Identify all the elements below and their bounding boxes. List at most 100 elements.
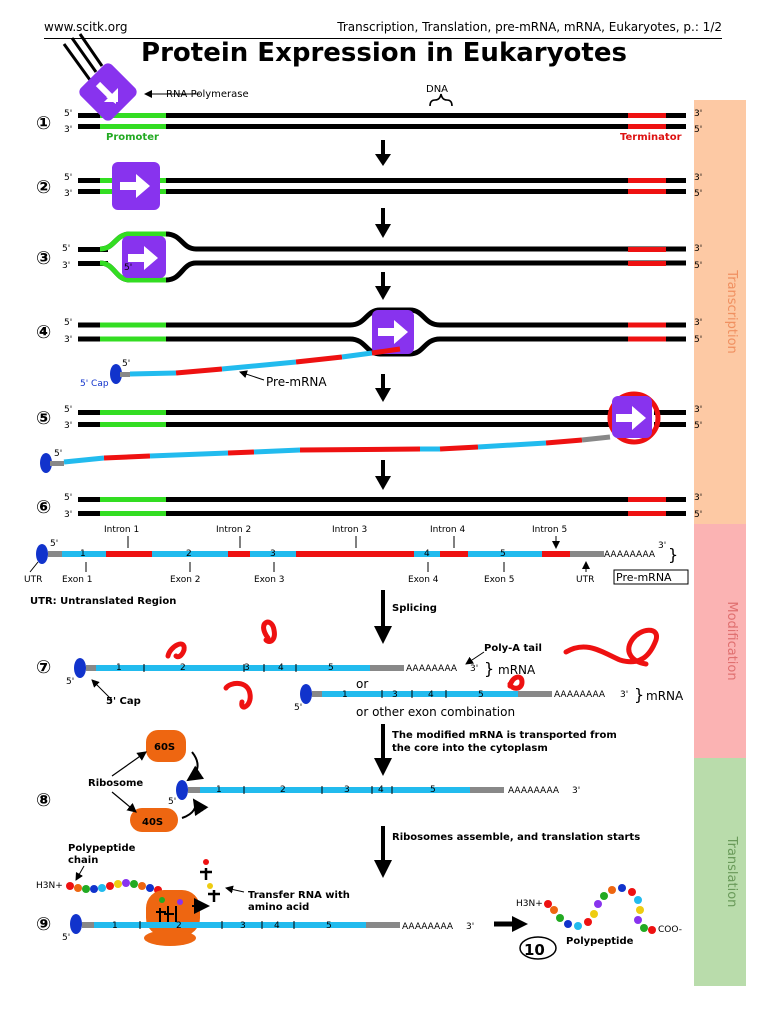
exon-label: Exon 1 — [62, 575, 93, 585]
cap-icon — [40, 453, 52, 473]
mrna-label: mRNA — [498, 663, 536, 677]
svg-text:5': 5' — [62, 933, 70, 943]
svg-text:5': 5' — [694, 189, 702, 199]
svg-text:5': 5' — [66, 677, 74, 687]
svg-text:60S: 60S — [154, 742, 175, 753]
terminator-label: Terminator — [620, 132, 682, 143]
arrow-icon — [120, 174, 150, 198]
svg-text:3': 3' — [694, 109, 702, 119]
splicing-label: Splicing — [392, 603, 437, 614]
svg-text:5': 5' — [694, 261, 702, 271]
stage-label-translation: Translation — [724, 836, 739, 908]
arrow-icon — [378, 320, 408, 344]
amino-terminus-label: H3N+ — [36, 881, 63, 891]
svg-text:4: 4 — [428, 690, 434, 700]
stage-label-transcription: Transcription — [724, 269, 739, 354]
polypeptide-label: Polypeptide — [566, 936, 634, 947]
svg-text:4: 4 — [278, 663, 284, 673]
step-4: ④ 5' 3' 3' 5' 5' 5' Cap Pre-mRNA — [36, 307, 702, 389]
step-5: ⑤ 5' 3' 3' 5' 5' — [36, 391, 702, 473]
svg-text:the core into the cytoplasm: the core into the cytoplasm — [392, 743, 548, 754]
svg-text:1: 1 — [116, 663, 122, 673]
site-url: www.scitk.org — [44, 20, 128, 34]
intron-label: Intron 2 — [216, 525, 251, 535]
dna-label: DNA — [426, 84, 448, 95]
stage-bar-modification: Modification — [694, 524, 746, 758]
ribosome-40s — [130, 808, 178, 832]
transport-label: The modified mRNA is transported from — [392, 730, 617, 741]
svg-text:5': 5' — [124, 263, 132, 273]
svg-text:③: ③ — [36, 248, 51, 269]
svg-text:3': 3' — [620, 690, 628, 700]
promoter-label: Promoter — [106, 132, 159, 143]
svg-text:1: 1 — [342, 690, 348, 700]
svg-text:5: 5 — [430, 785, 436, 795]
svg-text:1: 1 — [112, 921, 118, 931]
svg-text:5': 5' — [294, 703, 302, 713]
svg-text:1: 1 — [80, 549, 86, 559]
rna-polymerase-label: RNA-Polymerase — [166, 89, 249, 100]
svg-text:1: 1 — [216, 785, 222, 795]
step-number: ① — [36, 113, 51, 134]
svg-text:3': 3' — [64, 189, 72, 199]
polypeptide-chain-label: Polypeptide — [68, 843, 136, 854]
spliced-introns — [165, 619, 659, 710]
arrow-icon — [616, 406, 646, 430]
svg-text:5': 5' — [122, 359, 130, 369]
svg-text:10: 10 — [524, 941, 545, 959]
svg-text:}: } — [668, 545, 678, 564]
svg-text:3: 3 — [244, 663, 250, 673]
svg-text:AAAAAAAA: AAAAAAAA — [406, 664, 458, 674]
pre-mrna-strand — [110, 346, 401, 384]
five-prime-end: 5' — [64, 109, 72, 119]
step-9: ⑨ Polypeptide chain H3N+ Transfer RNA wi… — [36, 843, 528, 946]
svg-text:5': 5' — [694, 125, 702, 135]
svg-text:④: ④ — [36, 322, 51, 343]
svg-text:4: 4 — [274, 921, 280, 931]
svg-text:3: 3 — [240, 921, 246, 931]
promoter-region — [100, 113, 166, 118]
svg-text:2: 2 — [176, 921, 182, 931]
svg-text:4: 4 — [378, 785, 384, 795]
poly-a-tail-label: Poly-A tail — [484, 643, 542, 654]
step-10: 10 Polypeptide H3N+ COO- — [516, 884, 682, 960]
five-cap-label: 5' Cap — [80, 379, 109, 389]
page-reference: Transcription, Translation, pre-mRNA, mR… — [337, 20, 722, 34]
svg-text:⑦: ⑦ — [36, 657, 51, 678]
dna-strand-top — [78, 113, 686, 118]
svg-text:3': 3' — [470, 664, 478, 674]
svg-text:3': 3' — [658, 541, 666, 551]
exon-label: Exon 5 — [484, 575, 515, 585]
svg-text:}: } — [484, 659, 494, 678]
pre-mrna-map: 5' AAAAAAAA 3' } 1 2 3 4 5 Intron 1 Intr… — [24, 525, 689, 614]
svg-text:40S: 40S — [142, 817, 163, 828]
step-6: ⑥ 5' 3' 3' 5' — [36, 493, 702, 520]
svg-text:4: 4 — [424, 549, 430, 559]
mrna-label: mRNA — [646, 689, 684, 703]
svg-text:AAAAAAAA: AAAAAAAA — [604, 550, 656, 560]
svg-text:②: ② — [36, 177, 51, 198]
svg-text:2: 2 — [280, 785, 286, 795]
svg-text:3: 3 — [270, 549, 276, 559]
svg-text:3: 3 — [392, 690, 398, 700]
svg-text:3': 3' — [64, 510, 72, 520]
page-title: Protein Expression in Eukaryotes — [141, 38, 627, 68]
carboxyl-terminus-label: COO- — [658, 925, 682, 935]
ribosome-60s — [146, 730, 186, 762]
stage-bar-transcription: Transcription — [694, 100, 746, 524]
svg-text:5': 5' — [62, 244, 70, 254]
stage-bar-translation: Translation — [694, 758, 746, 986]
svg-text:2: 2 — [186, 549, 192, 559]
rna-polymerase — [62, 33, 137, 121]
step-8: The modified mRNA is transported from th… — [36, 730, 640, 843]
ribosome-label: Ribosome — [88, 778, 143, 789]
svg-text:5: 5 — [478, 690, 484, 700]
intron-label: Intron 3 — [332, 525, 367, 535]
svg-text:AAAAAAAA: AAAAAAAA — [508, 786, 560, 796]
three-prime-end: 3' — [64, 125, 72, 135]
step-7: ⑦ 5' 1 2 3 4 5 AAAAAAAA 3' } mRNA Poly-A… — [36, 619, 684, 719]
folded-polypeptide — [544, 884, 656, 934]
svg-text:5': 5' — [694, 335, 702, 345]
terminator-region — [628, 113, 666, 118]
